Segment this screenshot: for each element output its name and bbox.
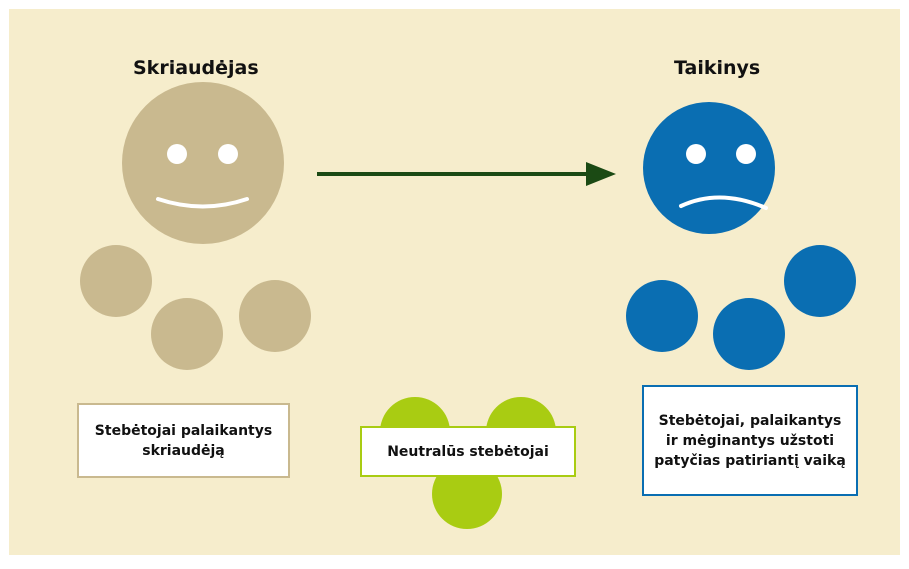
arrow-bully-to-target [317, 162, 616, 186]
bully-supporter-circle [151, 298, 223, 370]
defender-circle [626, 280, 698, 352]
bully-supporters-label: Stebėtojai palaikantys skriaudėją [94, 422, 273, 459]
bully-supporter-circle [239, 280, 311, 352]
bully-face [122, 82, 284, 244]
target-title: Taikinys [674, 57, 761, 79]
defenders-box: Stebėtojai, palaikantys ir mėginantys už… [642, 385, 858, 496]
bully-title: Skriaudėjas [133, 57, 259, 79]
defenders-label: Stebėtojai, palaikantys ir mėginantys už… [654, 412, 846, 469]
defender-circle [784, 245, 856, 317]
neutral-label: Neutralūs stebėtojai [387, 443, 549, 460]
target-face [643, 102, 775, 234]
bully-supporter-circle [80, 245, 152, 317]
bully-supporters-box: Stebėtojai palaikantys skriaudėją [77, 403, 290, 478]
defender-circle [713, 298, 785, 370]
neutral-box: Neutralūs stebėtojai [360, 426, 576, 477]
